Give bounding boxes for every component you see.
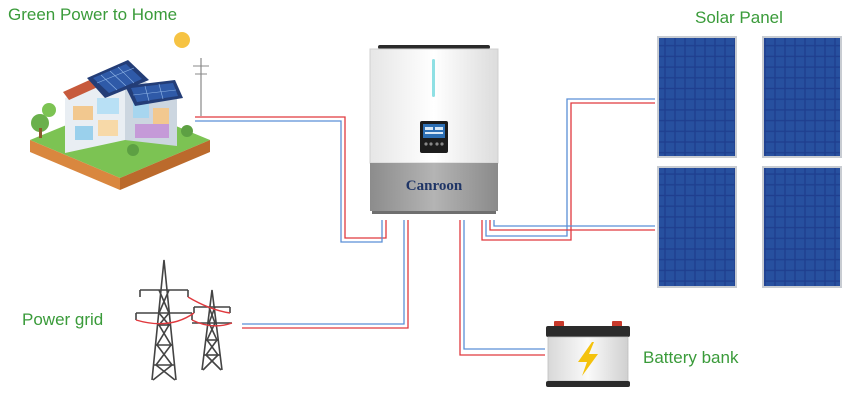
inverter-brand-text: Canroon: [405, 178, 463, 194]
battery-bank-label: Battery bank: [643, 348, 739, 367]
wire-home-red: [195, 116, 387, 239]
house-cutaway-icon: [30, 32, 210, 190]
solar-panel-icon: [657, 36, 842, 288]
wire-battery-blue: [463, 220, 545, 350]
wire-solar-bottom-blue: [493, 220, 655, 227]
wire-solar-bottom-red: [489, 220, 655, 231]
wire-home-blue: [195, 120, 383, 243]
wire-grid-red: [242, 220, 409, 329]
transmission-tower-icon: [135, 259, 233, 381]
home-label: Green Power to Home: [8, 5, 178, 24]
wire-solar-top-red: [481, 102, 655, 241]
wire-grid-blue: [242, 220, 405, 325]
wire-solar-top-blue: [485, 98, 655, 237]
power-grid-label: Power grid: [22, 310, 104, 329]
battery-icon: [546, 321, 630, 387]
solar-panel-label: Solar Panel: [695, 8, 783, 27]
wire-battery-red: [459, 220, 545, 356]
hybrid-inverter-icon: [369, 45, 499, 214]
